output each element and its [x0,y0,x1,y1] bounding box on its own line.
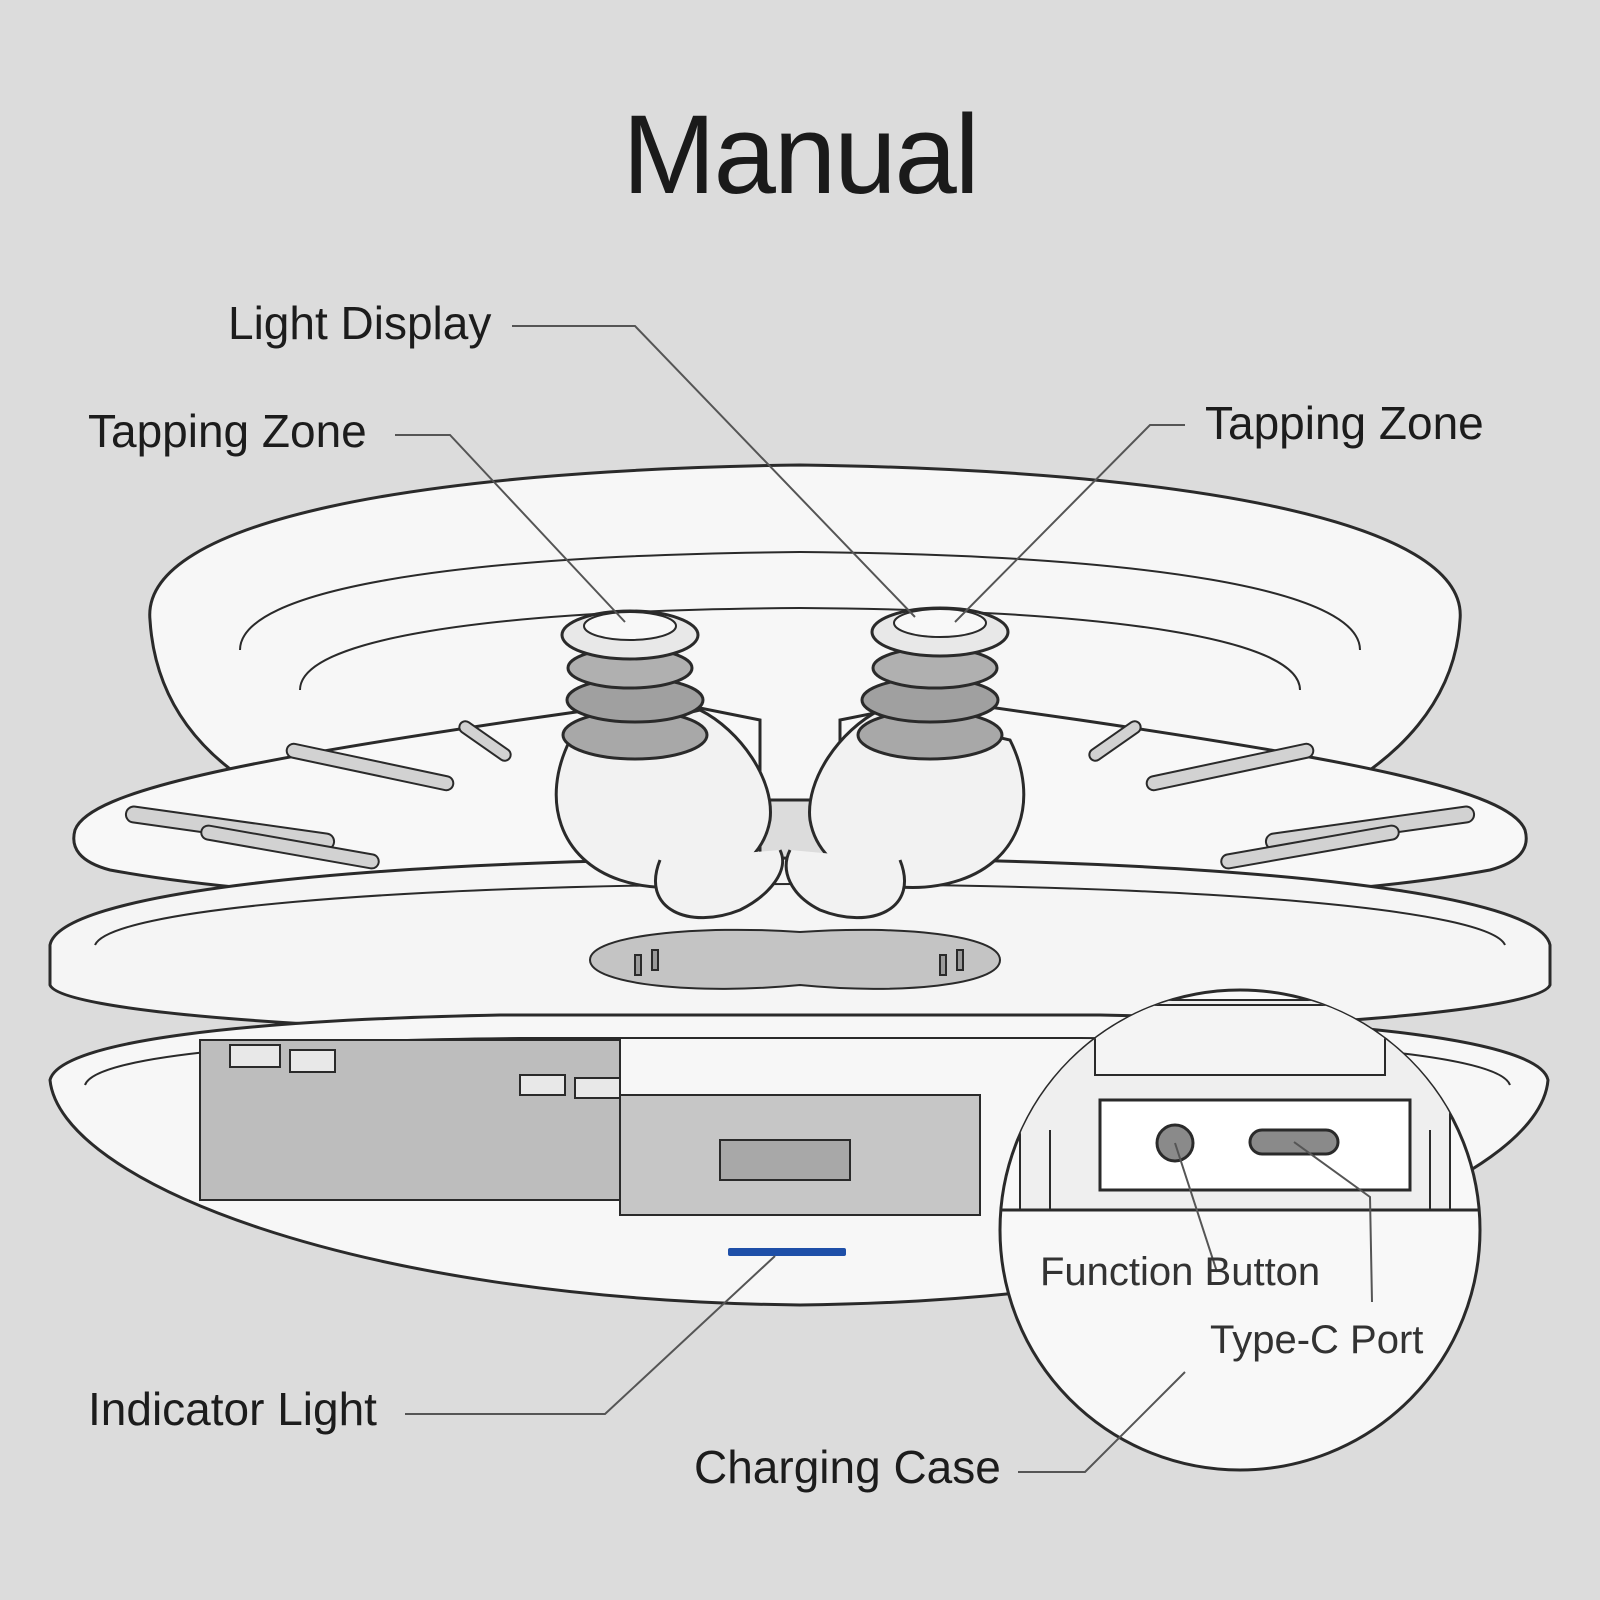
page-title: Manual [622,92,979,217]
callout-function-button: Function Button [1040,1250,1321,1294]
callout-tapping-zone-left: Tapping Zone [88,405,367,457]
indicator-light-mark [728,1248,846,1256]
callout-tapping-zone-right: Tapping Zone [1205,397,1484,449]
leader-function-button [1174,1142,1218,1273]
leader-tapping-zone-left [395,434,626,623]
callout-light-display: Light Display [228,297,492,349]
leader-type-c-port [1293,1141,1373,1303]
earbud-left [554,609,785,920]
callout-indicator-light: Indicator Light [88,1383,377,1435]
magnified-detail [998,988,1482,1472]
leader-light-display [512,325,916,618]
leader-charging-case [1018,1371,1186,1473]
leader-tapping-zone-right [954,424,1185,623]
earbud-right [784,606,1026,920]
callout-charging-case: Charging Case [694,1441,1001,1493]
callout-type-c-port: Type-C Port [1210,1318,1424,1362]
leader-indicator-light [405,1255,776,1415]
leader-lines [395,325,1373,1473]
